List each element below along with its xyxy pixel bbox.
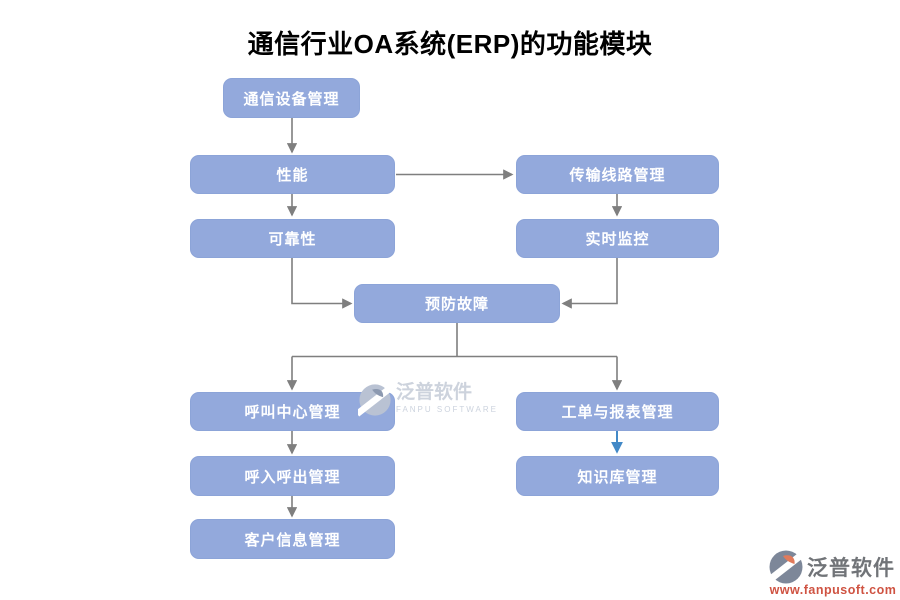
node-reliability: 可靠性 (190, 219, 395, 258)
node-customer-info: 客户信息管理 (190, 519, 395, 559)
edge-reliability-faultprevention (291, 258, 353, 309)
node-fault-prevention: 预防故障 (354, 284, 560, 323)
fanpu-logo-icon (768, 549, 804, 585)
node-comm-equipment: 通信设备管理 (223, 78, 360, 118)
fanpu-footer-logo: 泛普软件 www.fanpusoft.com (768, 549, 898, 597)
node-realtime-monitor: 实时监控 (516, 219, 719, 258)
node-performance: 性能 (190, 155, 395, 194)
node-inbound-outbound: 呼入呼出管理 (190, 456, 395, 496)
footer-logo-url: www.fanpusoft.com (769, 583, 897, 597)
watermark-text: 泛普软件 FANPU SOFTWARE (396, 382, 498, 415)
edge-monitor-faultprevention (561, 258, 618, 309)
page-title: 通信行业OA系统(ERP)的功能模块 (247, 29, 653, 59)
watermark-subtitle: FANPU SOFTWARE (396, 405, 498, 414)
footer-logo-name: 泛普软件 (807, 557, 895, 580)
fanpu-watermark: 泛普软件 FANPU SOFTWARE (358, 383, 498, 417)
node-work-order-report: 工单与报表管理 (516, 392, 719, 431)
fanpu-logo-icon (358, 383, 392, 417)
watermark-name: 泛普软件 (396, 382, 473, 403)
node-transmission-line: 传输线路管理 (516, 155, 719, 194)
node-knowledge-base: 知识库管理 (516, 456, 719, 496)
